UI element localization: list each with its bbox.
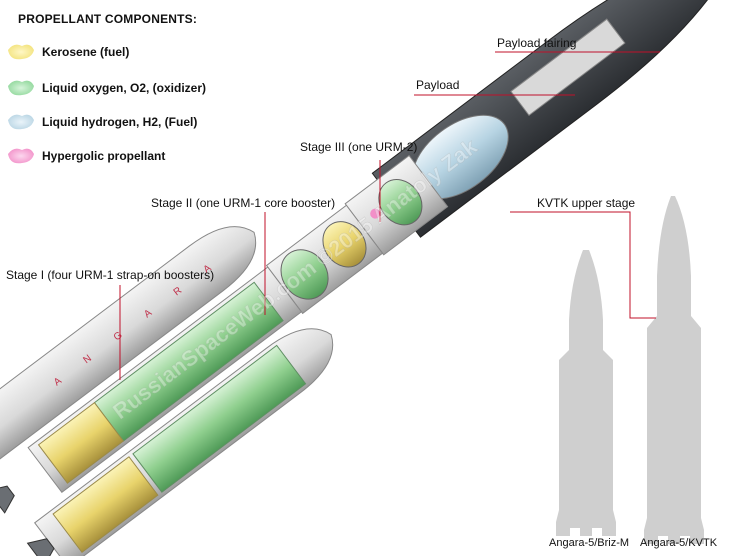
- payload-shape: [510, 18, 626, 117]
- legend-label-lh2: Liquid hydrogen, H2, (Fuel): [42, 115, 198, 129]
- label-angara-kvtk: Angara-5/KVTK: [640, 537, 718, 549]
- legend-label-kerosene: Kerosene (fuel): [42, 45, 130, 59]
- legend-title: PROPELLANT COMPONENTS:: [18, 12, 198, 26]
- kerosene-swatch: [8, 44, 34, 60]
- label-stage1: Stage I (four URM-1 strap-on boosters): [6, 268, 215, 282]
- lh2-swatch: [8, 114, 34, 130]
- label-stage2: Stage II (one URM-1 core booster): [151, 196, 336, 210]
- silhouette-kvtk: [644, 196, 704, 544]
- hypergolic-swatch: [8, 148, 34, 164]
- callout-lines: [119, 51, 660, 380]
- kerosene-icon: [4, 43, 34, 61]
- legend-label-hypergolic: Hypergolic propellant: [42, 149, 166, 163]
- legend-item-lh2: Liquid hydrogen, H2, (Fuel): [4, 112, 197, 132]
- label-payload: Payload: [416, 78, 460, 92]
- lox-icon: [4, 79, 34, 97]
- legend-label-lox: Liquid oxygen, O2, (oxidizer): [42, 81, 207, 95]
- line-kvtk: [510, 211, 656, 319]
- engine-nozzles: [0, 485, 55, 556]
- legend-item-lox: Liquid oxygen, O2, (oxidizer): [4, 78, 206, 98]
- label-stage3: Stage III (one URM-2): [300, 140, 418, 154]
- legend-item-hypergolic: Hypergolic propellant: [4, 146, 165, 166]
- label-payload-fairing: Payload fairing: [497, 36, 577, 50]
- label-kvtk: KVTK upper stage: [537, 196, 636, 210]
- silhouettes: [556, 196, 704, 544]
- lh2-icon: [4, 113, 34, 131]
- hypergolic-icon: [4, 147, 34, 165]
- legend-item-kerosene: Kerosene (fuel): [4, 42, 129, 62]
- strapon-upper: [0, 226, 257, 467]
- legend-swatches: [8, 44, 34, 164]
- silhouette-briz-m: [556, 250, 616, 536]
- lox-swatch: [8, 80, 34, 96]
- label-angara-briz-m: Angara-5/Briz-M: [549, 537, 630, 549]
